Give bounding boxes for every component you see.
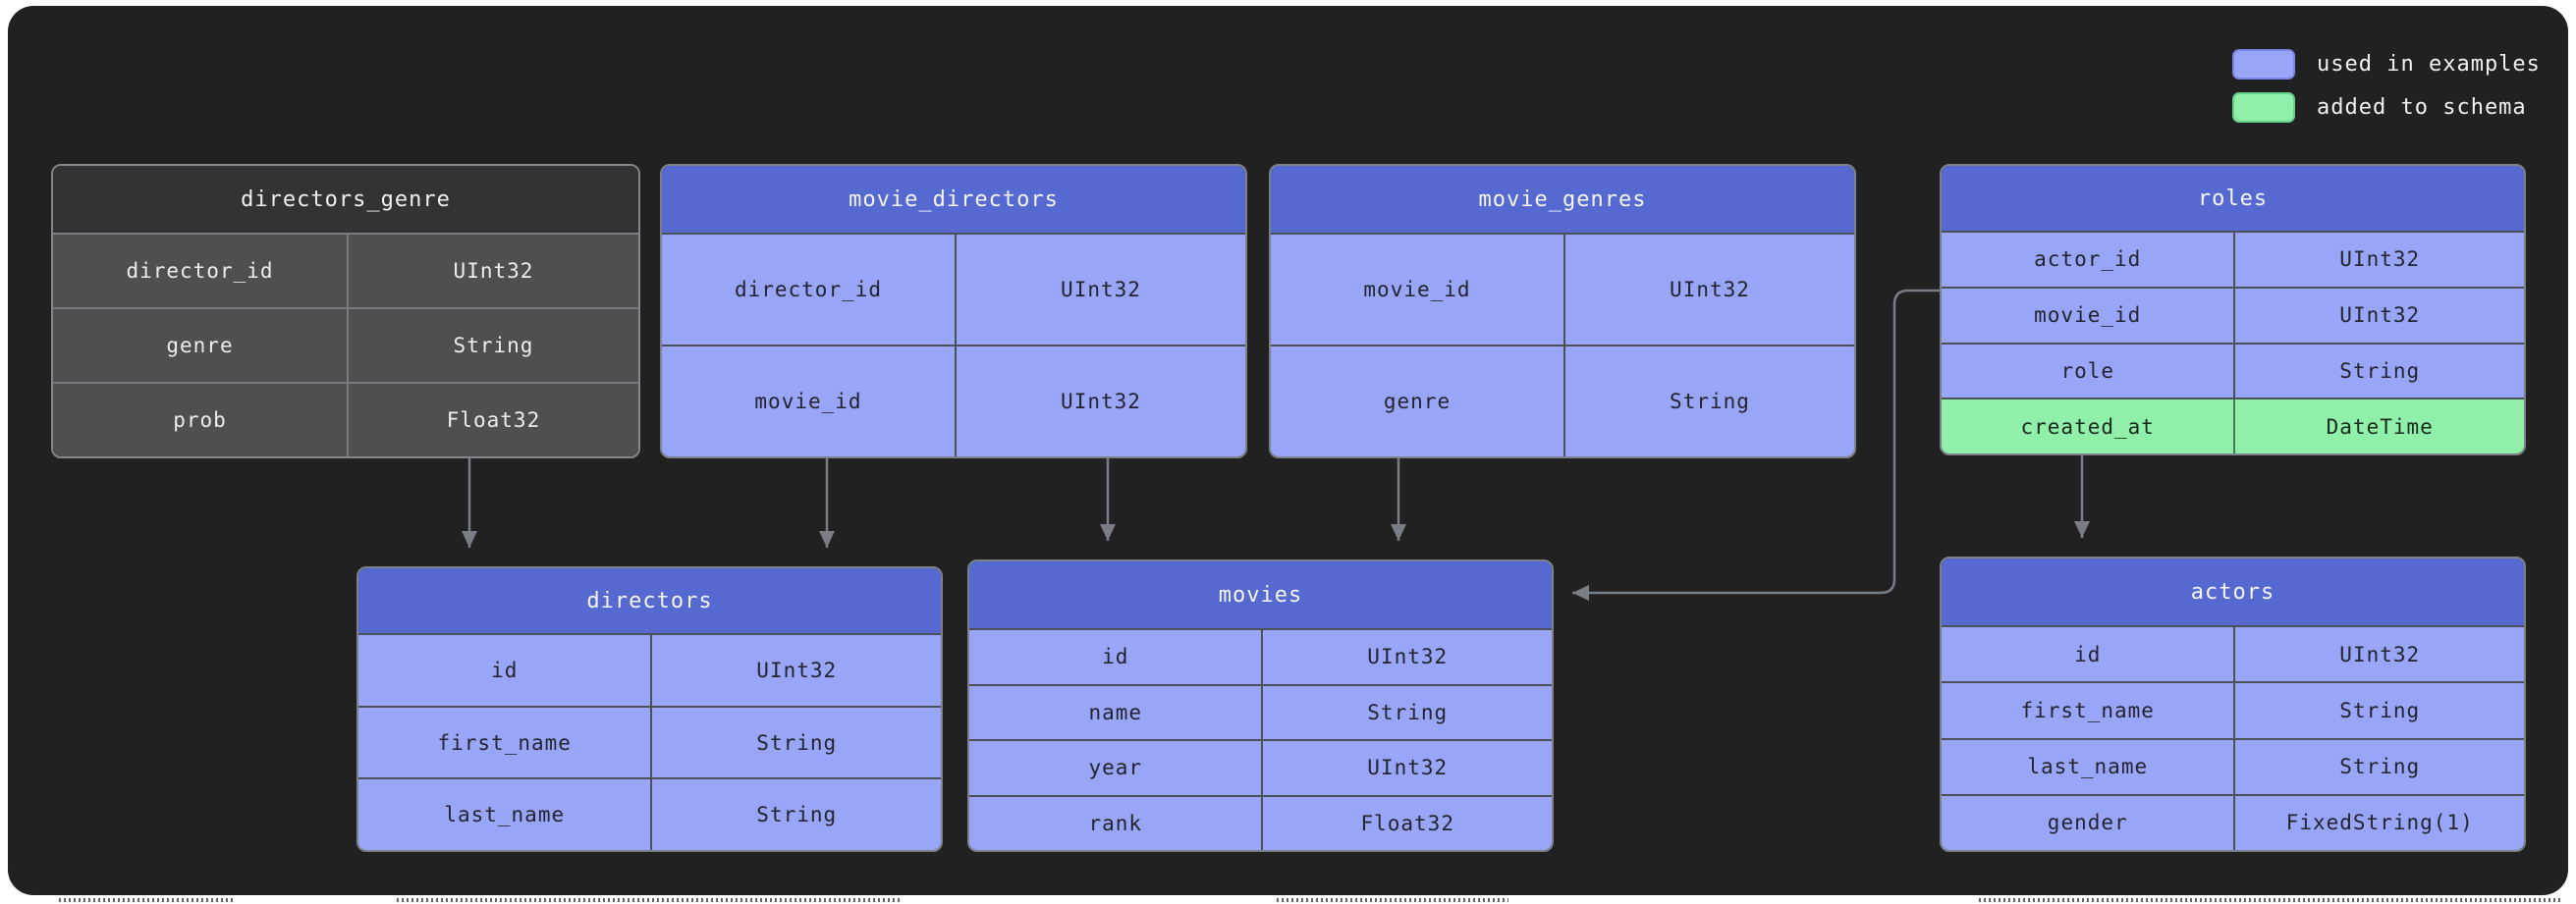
- table-title: actors: [1942, 558, 2524, 625]
- table-title: movie_directors: [662, 166, 1245, 233]
- field-type: UInt32: [1670, 278, 1750, 301]
- table-row-first_name: first_name String: [1942, 681, 2524, 738]
- field-type: UInt32: [756, 658, 838, 682]
- field-name: id: [969, 630, 1264, 684]
- table-row-year: year UInt32: [969, 739, 1552, 795]
- table-row-director_id: director_id UInt32: [53, 233, 638, 307]
- table-row-last_name: last_name String: [1942, 737, 2524, 794]
- table-row-id: id UInt32: [358, 633, 941, 706]
- field-name: id: [1942, 627, 2236, 682]
- table-title: directors: [358, 568, 941, 633]
- field-name: first_name: [1942, 683, 2236, 738]
- field-type: Float32: [446, 408, 541, 432]
- legend-label: used in examples: [2317, 52, 2541, 77]
- field-type: Float32: [1360, 811, 1454, 835]
- table-row-genre: genre String: [1271, 345, 1854, 456]
- page-edge-text-artifact: [59, 898, 236, 902]
- table-title: roles: [1942, 166, 2524, 231]
- table-row-movie_id: movie_id UInt32: [1942, 286, 2524, 343]
- table-row-movie_id: movie_id UInt32: [1271, 233, 1854, 345]
- legend-swatch-green-icon: [2232, 92, 2295, 123]
- table-title: movies: [969, 561, 1552, 628]
- field-name: last_name: [358, 779, 653, 850]
- field-name: genre: [1271, 346, 1565, 456]
- page-edge-text-artifact: [1979, 898, 2563, 902]
- table-row-name: name String: [969, 683, 1552, 739]
- field-name: role: [1942, 344, 2236, 399]
- table-row-role: role String: [1942, 342, 2524, 399]
- field-type: String: [453, 334, 534, 357]
- field-name: created_at: [1942, 399, 2236, 453]
- field-name: movie_id: [1942, 288, 2236, 343]
- field-name: actor_id: [1942, 233, 2236, 287]
- field-type: String: [2339, 698, 2421, 722]
- field-type: String: [2339, 755, 2421, 779]
- table-row-created_at: created_at DateTime: [1942, 398, 2524, 453]
- table-row-prob: prob Float32: [53, 382, 638, 456]
- legend-swatch-blue-icon: [2232, 49, 2295, 80]
- table-row-id: id UInt32: [969, 628, 1552, 684]
- field-name: genre: [53, 309, 349, 382]
- field-type: UInt32: [1061, 278, 1141, 301]
- field-type: UInt32: [453, 259, 534, 283]
- field-type: UInt32: [1061, 390, 1141, 413]
- field-type: String: [756, 803, 838, 827]
- field-name: gender: [1942, 795, 2236, 850]
- table-row-movie_id: movie_id UInt32: [662, 345, 1245, 456]
- field-name: id: [358, 635, 653, 706]
- field-name: name: [969, 685, 1264, 739]
- table-title: directors_genre: [53, 166, 638, 233]
- table-row-id: id UInt32: [1942, 625, 2524, 682]
- table-row-actor_id: actor_id UInt32: [1942, 231, 2524, 287]
- field-name: prob: [53, 384, 349, 456]
- table-row-genre: genre String: [53, 307, 638, 382]
- field-type: String: [2339, 358, 2421, 383]
- legend: used in examples added to schema: [2232, 49, 2541, 123]
- field-name: year: [969, 741, 1264, 795]
- field-name: movie_id: [1271, 235, 1565, 345]
- field-type: UInt32: [2339, 303, 2421, 328]
- field-type: String: [1367, 700, 1449, 724]
- field-name: rank: [969, 796, 1264, 850]
- page-edge-text-artifact: [1277, 898, 1508, 902]
- table-row-last_name: last_name String: [358, 777, 941, 850]
- legend-item-added-to-schema: added to schema: [2232, 92, 2541, 123]
- field-type: String: [756, 730, 838, 755]
- legend-item-used-in-examples: used in examples: [2232, 49, 2541, 80]
- field-type: FixedString(1): [2285, 811, 2474, 835]
- table-row-gender: gender FixedString(1): [1942, 793, 2524, 850]
- field-type: String: [1670, 390, 1750, 413]
- field-type: UInt32: [2339, 642, 2421, 666]
- table-row-rank: rank Float32: [969, 794, 1552, 850]
- page-edge-text-artifact: [397, 898, 902, 902]
- field-type: DateTime: [2326, 414, 2434, 439]
- field-name: last_name: [1942, 739, 2236, 794]
- field-type: UInt32: [2339, 247, 2421, 272]
- field-name: first_name: [358, 707, 653, 778]
- legend-label: added to schema: [2317, 95, 2527, 120]
- field-name: movie_id: [662, 346, 957, 456]
- field-type: UInt32: [1367, 756, 1449, 780]
- table-row-first_name: first_name String: [358, 705, 941, 778]
- table-title: movie_genres: [1271, 166, 1854, 233]
- field-name: director_id: [662, 235, 957, 345]
- field-name: director_id: [53, 235, 349, 307]
- table-row-director_id: director_id UInt32: [662, 233, 1245, 345]
- field-type: UInt32: [1367, 645, 1449, 669]
